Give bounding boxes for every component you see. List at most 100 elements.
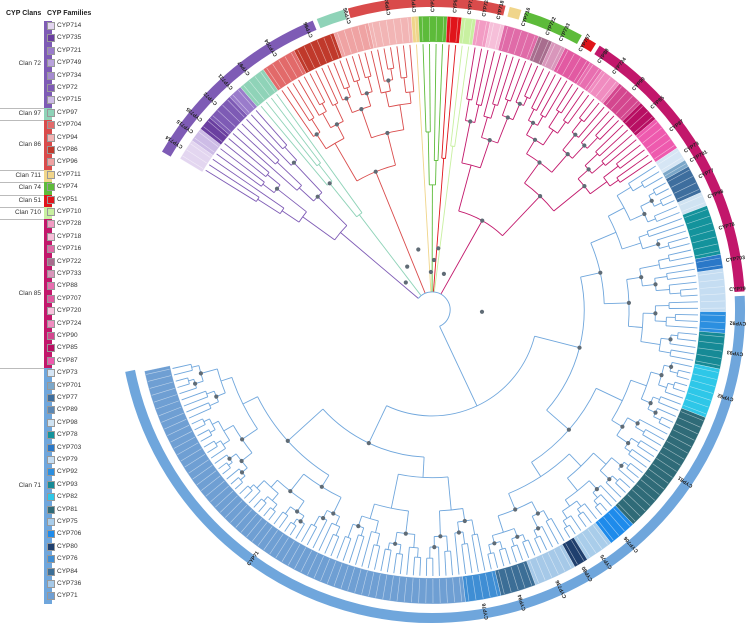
gene-tip-label bbox=[294, 547, 307, 569]
bootstrap-node bbox=[653, 410, 658, 415]
branch-radial bbox=[316, 134, 327, 150]
family-legend-label: CYP92 bbox=[57, 468, 78, 476]
gene-tip-label bbox=[669, 435, 692, 447]
bootstrap-node bbox=[456, 530, 461, 535]
gene-tip-label bbox=[700, 300, 725, 302]
bootstrap-node bbox=[285, 438, 290, 443]
branch-radial bbox=[267, 174, 281, 186]
gene-tip-label bbox=[212, 115, 231, 132]
bootstrap-node bbox=[428, 269, 433, 275]
branch-radial bbox=[374, 546, 381, 570]
family-swatch bbox=[47, 158, 55, 167]
family-legend-label: CYP88 bbox=[57, 282, 78, 290]
family-legend-label: CYP722 bbox=[57, 257, 82, 265]
gene-tip-label bbox=[634, 116, 653, 133]
family-label: CYP76 bbox=[481, 603, 490, 620]
branch-radial bbox=[445, 45, 457, 159]
branch-radial bbox=[659, 350, 671, 354]
branch-radial bbox=[669, 370, 678, 374]
branch-radial bbox=[355, 536, 365, 565]
branch-arc bbox=[669, 349, 672, 356]
branch-radial bbox=[669, 292, 681, 295]
branch-radial bbox=[186, 402, 209, 413]
gene-tip-label bbox=[686, 215, 710, 225]
branch-radial bbox=[241, 452, 253, 462]
branch-radial bbox=[498, 549, 505, 567]
branch-radial bbox=[658, 384, 667, 389]
gene-tip-label bbox=[333, 563, 343, 587]
bootstrap-node bbox=[517, 101, 522, 106]
branch-radial bbox=[311, 118, 321, 133]
family-legend-label: CYP736 bbox=[57, 580, 82, 587]
branch-radial bbox=[608, 207, 625, 217]
branch-radial bbox=[342, 538, 352, 561]
bootstrap-node bbox=[462, 518, 467, 524]
branch-radial bbox=[295, 523, 305, 539]
branch-arc bbox=[373, 544, 380, 547]
bootstrap-node bbox=[385, 130, 390, 136]
branch-radial bbox=[660, 262, 694, 270]
branch-radial bbox=[462, 531, 466, 545]
gene-tip-label bbox=[468, 19, 473, 44]
branch-arc bbox=[595, 135, 601, 140]
family-legend-label: CYP703 bbox=[57, 443, 82, 451]
bootstrap-node bbox=[626, 441, 631, 446]
branch-radial bbox=[377, 49, 385, 82]
gene-tip-label bbox=[556, 50, 569, 72]
gene-tip-label bbox=[421, 17, 424, 42]
branch-arc bbox=[492, 103, 498, 106]
branch-radial bbox=[386, 132, 396, 166]
family-swatch bbox=[47, 195, 55, 204]
gene-tip-label bbox=[613, 508, 631, 527]
branch-radial bbox=[419, 557, 422, 576]
family-legend-label: CYP97 bbox=[57, 108, 78, 116]
gene-tip-label bbox=[625, 106, 643, 124]
branch-radial bbox=[590, 181, 608, 195]
bootstrap-node bbox=[668, 337, 673, 342]
branch-radial bbox=[492, 54, 508, 105]
bootstrap-node bbox=[577, 345, 582, 350]
clan-separator bbox=[0, 368, 44, 369]
branch-arc bbox=[534, 535, 541, 540]
tree-branches bbox=[172, 43, 699, 577]
branch-radial bbox=[339, 60, 351, 87]
gene-tip-label bbox=[201, 475, 221, 491]
gene-tip-label bbox=[400, 18, 404, 43]
branch-radial bbox=[432, 158, 445, 293]
branch-arc bbox=[659, 199, 664, 206]
branch-radial bbox=[672, 361, 692, 368]
gene-tip-label bbox=[275, 537, 289, 559]
branch-radial bbox=[511, 538, 515, 547]
family-legend-label: CYP71 bbox=[57, 592, 78, 600]
family-legend-label: CYP733 bbox=[57, 270, 82, 277]
branch-radial bbox=[467, 543, 473, 574]
branch-radial bbox=[603, 165, 619, 178]
branch-arc bbox=[603, 177, 611, 187]
branch-radial bbox=[458, 164, 472, 212]
gene-tip-label bbox=[260, 72, 276, 92]
branch-radial bbox=[172, 363, 192, 369]
branch-arc bbox=[672, 382, 676, 389]
gene-tip-label bbox=[501, 26, 508, 51]
branch-radial bbox=[336, 536, 346, 559]
branch-radial bbox=[450, 551, 453, 576]
branch-radial bbox=[220, 148, 265, 183]
bootstrap-node bbox=[295, 509, 300, 514]
branch-radial bbox=[433, 146, 454, 293]
bootstrap-node bbox=[649, 198, 654, 203]
family-swatch bbox=[47, 332, 55, 340]
bootstrap-node bbox=[331, 511, 336, 516]
branch-radial bbox=[481, 117, 488, 138]
bootstrap-node bbox=[432, 545, 437, 550]
branch-radial bbox=[572, 145, 585, 159]
branch-radial bbox=[250, 114, 284, 150]
bootstrap-node bbox=[619, 463, 624, 468]
family-swatch bbox=[47, 567, 55, 576]
branch-radial bbox=[302, 216, 335, 241]
branch-radial bbox=[595, 115, 615, 136]
bootstrap-node bbox=[405, 264, 410, 269]
family-band bbox=[368, 16, 414, 49]
family-legend-label: CYP98 bbox=[57, 418, 78, 426]
branch-radial bbox=[194, 424, 206, 431]
gene-tip-label bbox=[679, 195, 703, 206]
